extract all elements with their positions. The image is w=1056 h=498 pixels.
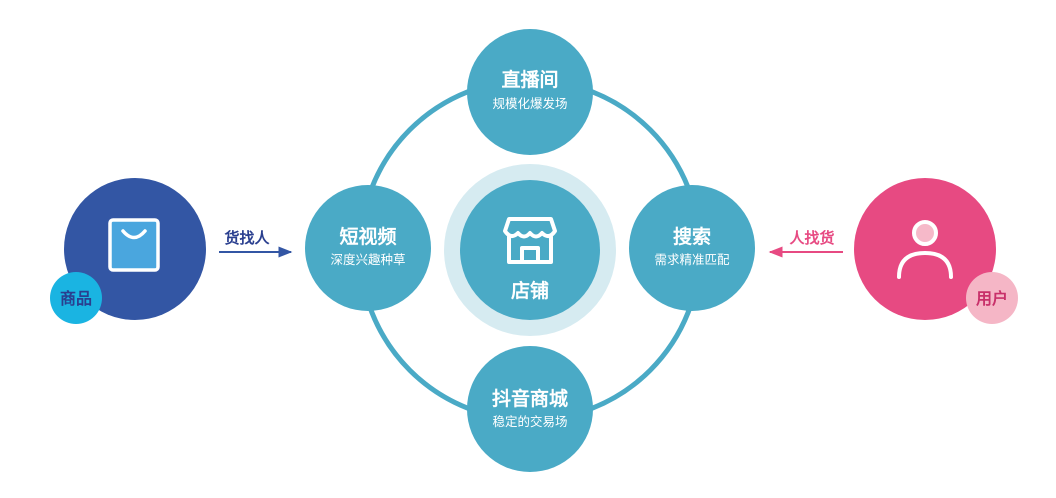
node-short-video-subtitle: 深度兴趣种草 <box>330 252 405 267</box>
user-badge: 用户 <box>966 272 1018 324</box>
node-mall-subtitle: 稳定的交易场 <box>492 414 567 429</box>
node-livestream-subtitle: 规模化爆发场 <box>492 96 567 111</box>
node-search-title: 搜索 <box>673 225 711 248</box>
node-short-video-title: 短视频 <box>339 225 396 248</box>
user-arrow-label: 人找货 <box>789 229 834 247</box>
node-livestream[interactable]: 直播间 规模化爆发场 <box>467 29 593 155</box>
storefront-icon <box>503 217 557 264</box>
node-search-subtitle: 需求精准匹配 <box>654 252 730 267</box>
node-short-video[interactable]: 短视频 深度兴趣种草 <box>305 185 431 311</box>
node-livestream-title: 直播间 <box>501 68 558 91</box>
goods-arrow: 货找人 <box>219 229 293 258</box>
goods-node[interactable]: 商品 <box>50 178 206 324</box>
user-label: 用户 <box>976 289 1008 308</box>
shopping-bag-icon <box>108 218 160 272</box>
goods-arrow-label: 货找人 <box>224 229 270 247</box>
node-mall-title: 抖音商城 <box>492 387 568 410</box>
goods-label: 商品 <box>60 289 92 308</box>
user-arrow: 人找货 <box>768 229 843 258</box>
user-icon <box>897 220 953 279</box>
goods-badge: 商品 <box>50 272 102 324</box>
center-label: 店铺 <box>511 279 549 302</box>
node-mall[interactable]: 抖音商城 稳定的交易场 <box>467 346 593 472</box>
node-search[interactable]: 搜索 需求精准匹配 <box>629 185 755 311</box>
user-node[interactable]: 用户 <box>854 178 1018 324</box>
center-store-node[interactable]: 店铺 <box>460 180 600 320</box>
